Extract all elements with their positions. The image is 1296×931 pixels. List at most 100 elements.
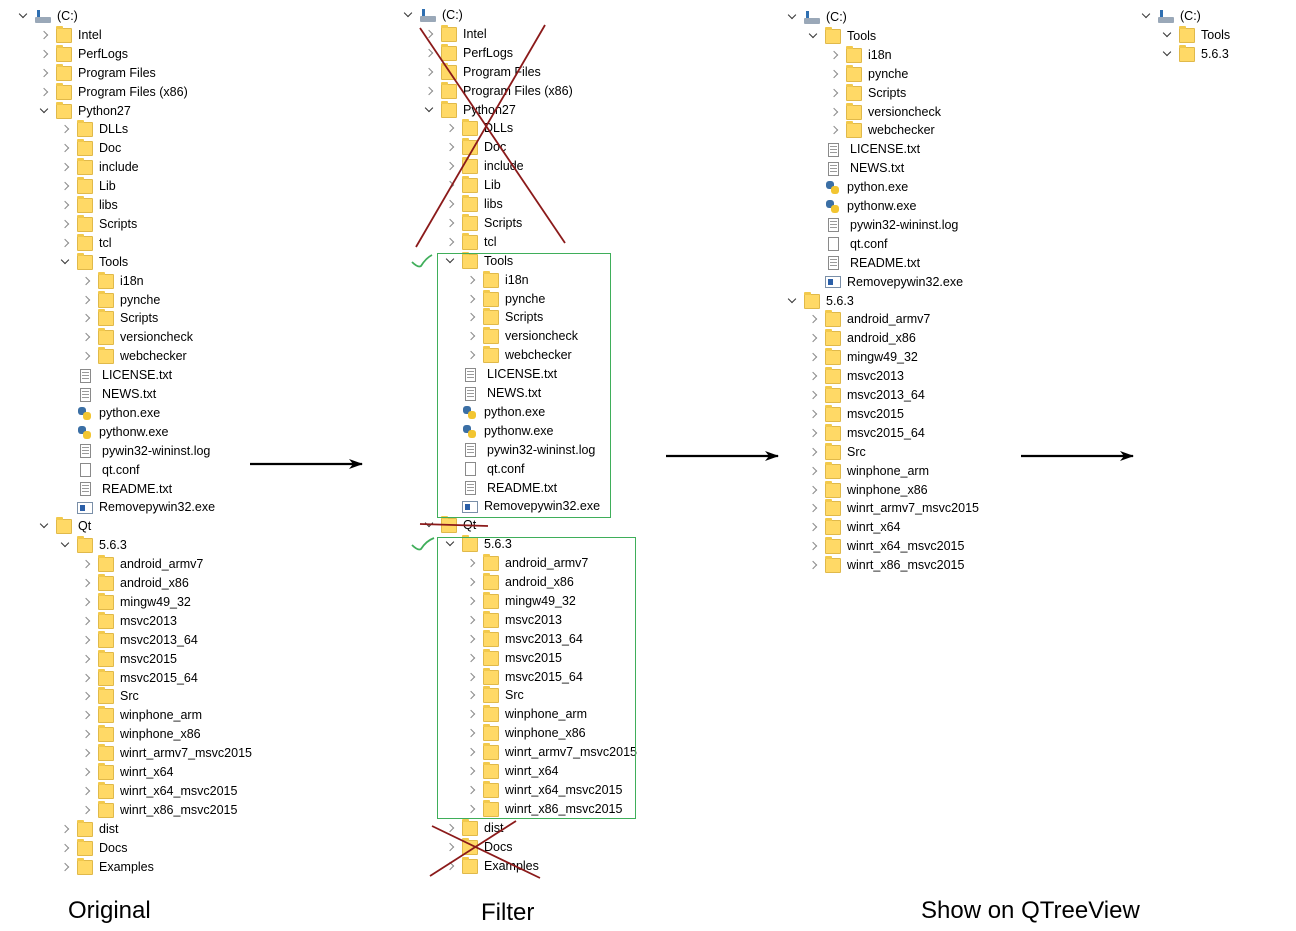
tree-item[interactable]: winrt_armv7_msvc2015 <box>80 744 252 763</box>
tree-item[interactable]: python.exe <box>807 178 908 197</box>
tree-item[interactable]: msvc2015_64 <box>807 423 925 443</box>
tree-item[interactable]: pywin32-wininst.log <box>59 442 210 461</box>
tree-item[interactable]: 5.6.3 <box>786 291 854 311</box>
tree-item[interactable]: Qt <box>38 517 91 536</box>
tree-item[interactable]: mingw49_32 <box>465 591 576 611</box>
tree-item[interactable]: msvc2015_64 <box>465 667 583 687</box>
tree-item[interactable]: Src <box>807 442 866 462</box>
tree-item[interactable]: NEWS.txt <box>59 385 156 404</box>
tree-item[interactable]: PerfLogs <box>423 43 513 63</box>
tree-item[interactable]: msvc2013_64 <box>807 386 925 405</box>
tree-item[interactable]: winphone_arm <box>80 706 202 725</box>
tree-item[interactable]: winrt_x64 <box>807 518 901 537</box>
tree-item[interactable]: pynche <box>828 64 908 84</box>
tree-item[interactable]: msvc2015 <box>807 404 904 424</box>
tree-item[interactable]: Src <box>80 687 139 706</box>
tree-item[interactable]: Doc <box>444 138 506 157</box>
tree-item[interactable]: qt.conf <box>444 460 525 479</box>
tree-item[interactable]: Scripts <box>59 214 137 234</box>
tree-item[interactable]: Examples <box>59 857 154 877</box>
tree-item[interactable]: winrt_x64 <box>80 763 174 782</box>
tree-item[interactable]: android_x86 <box>465 573 574 592</box>
tree-item[interactable]: Scripts <box>80 309 158 328</box>
tree-item[interactable]: pywin32-wininst.log <box>444 441 595 460</box>
tree-item[interactable]: winphone_arm <box>465 705 587 724</box>
tree-item[interactable]: winrt_x64 <box>465 762 559 781</box>
tree-item[interactable]: Scripts <box>465 308 543 327</box>
tree-item[interactable]: DLLs <box>59 120 128 139</box>
tree-item[interactable]: msvc2013_64 <box>80 630 198 650</box>
tree-item[interactable]: Removepywin32.exe <box>59 498 215 517</box>
tree-item[interactable]: libs <box>444 195 503 214</box>
tree-item[interactable]: Lib <box>444 176 501 195</box>
tree-item[interactable]: msvc2013 <box>465 610 562 630</box>
tree-item[interactable]: Program Files (x86) <box>38 82 188 102</box>
tree-item[interactable]: libs <box>59 196 118 215</box>
tree-item[interactable]: pynche <box>465 289 545 309</box>
tree-item[interactable]: winphone_x86 <box>465 724 586 743</box>
tree-item[interactable]: pythonw.exe <box>444 422 554 441</box>
tree-item[interactable]: msvc2015 <box>80 649 177 669</box>
tree-item[interactable]: DLLs <box>444 119 513 138</box>
tree-item[interactable]: Program Files (x86) <box>423 81 573 101</box>
tree-item[interactable]: pywin32-wininst.log <box>807 216 958 235</box>
tree-item[interactable]: (C:) <box>402 6 463 25</box>
tree-item[interactable]: mingw49_32 <box>807 348 918 367</box>
tree-item[interactable]: winrt_x64_msvc2015 <box>807 537 964 556</box>
tree-item[interactable]: (C:) <box>786 8 847 27</box>
tree-item[interactable]: msvc2015_64 <box>80 668 198 688</box>
tree-item[interactable]: README.txt <box>444 479 557 498</box>
tree-item[interactable]: i18n <box>465 270 529 290</box>
tree-item[interactable]: dist <box>59 819 118 839</box>
tree-item[interactable]: msvc2013 <box>807 367 904 386</box>
tree-item[interactable]: winrt_x86_msvc2015 <box>80 800 237 820</box>
tree-item[interactable]: Src <box>465 686 524 705</box>
tree-item[interactable]: python.exe <box>444 403 545 422</box>
tree-item[interactable]: include <box>59 158 139 177</box>
tree-item[interactable]: python.exe <box>59 404 160 423</box>
tree-item[interactable]: README.txt <box>59 480 172 499</box>
tree-item[interactable]: Examples <box>444 856 539 876</box>
tree-item[interactable]: tcl <box>444 232 497 252</box>
tree-item[interactable]: Removepywin32.exe <box>807 273 963 292</box>
tree-item[interactable]: NEWS.txt <box>807 159 904 178</box>
tree-item[interactable]: PerfLogs <box>38 44 128 64</box>
tree-item[interactable]: Intel <box>38 25 102 45</box>
tree-item[interactable]: 5.6.3 <box>59 536 127 555</box>
tree-item[interactable]: Scripts <box>828 83 906 103</box>
tree-item[interactable]: Program Files <box>38 63 156 83</box>
tree-item[interactable]: winrt_x64_msvc2015 <box>80 781 237 801</box>
tree-item[interactable]: winphone_arm <box>807 461 929 481</box>
tree-item[interactable]: android_armv7 <box>465 554 588 573</box>
tree-item[interactable]: winphone_x86 <box>80 725 201 744</box>
tree-item[interactable]: webchecker <box>465 346 572 365</box>
tree-item[interactable]: LICENSE.txt <box>807 140 920 159</box>
tree-item[interactable]: i18n <box>828 45 892 65</box>
tree-item[interactable]: Removepywin32.exe <box>444 497 600 516</box>
tree-item[interactable]: Python27 <box>423 100 516 120</box>
tree-item[interactable]: versioncheck <box>828 102 941 122</box>
tree-item[interactable]: i18n <box>80 271 144 291</box>
tree-item[interactable]: (C:) <box>17 7 78 26</box>
tree-item[interactable]: LICENSE.txt <box>59 366 172 385</box>
tree-item[interactable]: msvc2015 <box>465 648 562 668</box>
tree-item[interactable]: webchecker <box>80 347 187 366</box>
tree-item[interactable]: qt.conf <box>59 461 140 480</box>
tree-item[interactable]: Tools <box>59 252 128 272</box>
tree-item[interactable]: tcl <box>59 233 112 253</box>
tree-item[interactable]: msvc2013 <box>80 611 177 631</box>
tree-item[interactable]: msvc2013_64 <box>465 629 583 649</box>
tree-item[interactable]: Docs <box>59 838 127 858</box>
tree-item[interactable]: versioncheck <box>465 327 578 346</box>
tree-item[interactable]: Lib <box>59 177 116 196</box>
tree-item[interactable]: winrt_armv7_msvc2015 <box>465 743 637 762</box>
tree-item[interactable]: Python27 <box>38 101 131 121</box>
tree-item[interactable]: Tools <box>444 251 513 271</box>
tree-item[interactable]: README.txt <box>807 254 920 273</box>
tree-item[interactable]: LICENSE.txt <box>444 365 557 384</box>
tree-item[interactable]: android_x86 <box>807 329 916 348</box>
tree-item[interactable]: Tools <box>807 26 876 46</box>
tree-item[interactable]: 5.6.3 <box>444 535 512 554</box>
tree-item[interactable]: qt.conf <box>807 235 888 254</box>
tree-item[interactable]: winrt_armv7_msvc2015 <box>807 499 979 518</box>
